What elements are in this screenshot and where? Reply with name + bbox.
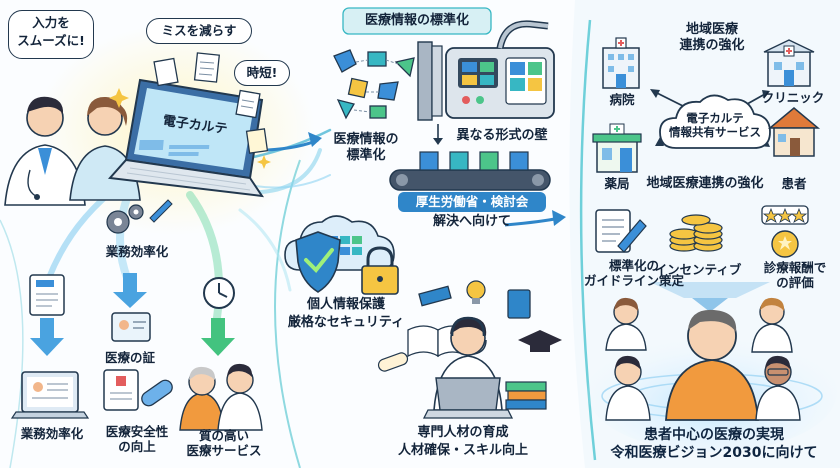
home-icon: [767, 107, 821, 157]
label-incentive: インセンティブ: [654, 262, 742, 277]
laptop-icon: [107, 78, 265, 198]
label-line: 厳格なセキュリティ: [287, 315, 405, 330]
label-line: の評価: [776, 275, 814, 290]
funnel-arrow-icon: [650, 282, 770, 312]
label-line: 標準化の: [608, 258, 659, 273]
diploma-icon: [377, 352, 409, 372]
label-line: の向上: [118, 439, 156, 454]
label-line: 連携の強化: [679, 38, 745, 53]
label-line: 医療サービス: [186, 443, 262, 458]
label-line: 医療情報の: [333, 132, 399, 147]
label-line: 地域医療: [685, 22, 738, 37]
elderly-patient-icon: [179, 366, 225, 431]
lock-icon: [361, 246, 399, 295]
clinic-icon: [763, 39, 815, 87]
label-quality: 質の高い 医療サービス: [178, 428, 270, 458]
guideline-document-icon: [595, 209, 647, 253]
label-line: 個人情報保護: [306, 297, 385, 312]
nurse-icon: [605, 297, 647, 351]
label-line: 令和医療ビジョン2030に向けて: [610, 445, 818, 461]
label-training: 専門人材の育成 人材確保・スキル向上: [378, 424, 548, 460]
label-hospital: 病院: [609, 92, 635, 107]
label-line: 医療安全性: [105, 424, 169, 439]
pharmacy-icon: [592, 123, 642, 173]
label-line: 診療報酬で: [763, 260, 827, 275]
label-safety: 医療安全性 の向上: [96, 424, 178, 454]
label-pharmacy: 薬局: [604, 176, 630, 191]
speech-bubble-smooth-input: 入力を スムーズに!: [8, 10, 94, 59]
label-ehr-service: 電子カルテ 情報共有サービス: [660, 111, 770, 139]
graduation-cap-icon: [518, 330, 562, 352]
lightbulb-icon: [466, 280, 486, 304]
arrow-down-icon: [201, 318, 235, 356]
speech-bubble-time-saving: 時短!: [234, 60, 290, 86]
label-line: 標準化: [346, 148, 386, 163]
label-regional: 地域医療連携の強化: [646, 176, 764, 191]
arrow-right-icon: [552, 210, 566, 226]
label-efficiency-top: 業務効率化: [105, 244, 169, 259]
document-icon: [153, 52, 269, 154]
rating-icon: [761, 205, 809, 258]
cloud-icon: [659, 94, 771, 149]
label-format-wall: 異なる形式の壁: [456, 128, 548, 143]
monitor-icon: [10, 371, 90, 419]
checklist-icon: [29, 274, 65, 316]
laptop-icon: [422, 377, 514, 419]
clock-icon: [203, 277, 235, 309]
label-line: 電子カルテ: [686, 111, 744, 125]
label-patient: 患者: [781, 176, 807, 191]
shield-icon: [295, 231, 341, 293]
central-patient-icon: [665, 309, 759, 421]
standardization-machine-icon: [417, 20, 555, 121]
doctor-icon: [217, 363, 263, 431]
id-card-icon: [111, 312, 151, 342]
label-line: 専門人材の育成: [417, 425, 509, 440]
label-line: 患者中心の医療の実現: [644, 427, 784, 443]
label-guideline: 標準化の ガイドライン策定: [584, 258, 684, 288]
label-proof: 医療の証: [104, 350, 155, 365]
hospital-icon: [602, 37, 640, 89]
nurse-icon: [751, 297, 793, 353]
goal-statement: 患者中心の医療の実現 令和医療ビジョン2030に向けて: [594, 426, 834, 462]
arrow-down-icon: [30, 318, 64, 356]
label-efficiency-bottom: 業務効率化: [20, 426, 84, 441]
medical-record-icon: [103, 369, 139, 411]
coins-icon: [669, 214, 723, 252]
label-standardization: 医療情報の 標準化: [326, 132, 406, 164]
speech-bubble-reduce-errors: ミスを減らす: [146, 18, 252, 44]
label-privacy: 個人情報保護 厳格なセキュリティ: [284, 296, 408, 332]
data-shapes-icon: [333, 49, 415, 120]
mhlw-panel-badge: 厚生労働省・検討会: [415, 194, 529, 209]
label-clinic: クリニック: [761, 90, 825, 105]
label-line: 人材確保・スキル向上: [397, 443, 528, 458]
pill-icon: [141, 379, 173, 407]
label-line: 情報共有サービス: [669, 125, 761, 139]
doctor-icon: [4, 96, 86, 206]
bubble-text: 入力を: [32, 15, 70, 30]
arrow-down-icon: [113, 273, 147, 308]
stacked-books-icon: [505, 381, 547, 410]
doctor-icon: [755, 355, 801, 421]
label-toward-solution: 解決へ向けて: [432, 214, 511, 229]
regional-title: 地域医療 連携の強化: [664, 22, 760, 54]
label-line: 質の高い: [198, 428, 249, 443]
conveyor-icon: [389, 151, 551, 191]
arrow-down-icon: [433, 124, 443, 145]
pen-icon: [149, 199, 173, 223]
label-fee-evaluation: 診療報酬で の評価: [754, 260, 836, 290]
standardization-title: 医療情報の標準化: [364, 13, 469, 28]
nurse-icon: [69, 96, 141, 201]
arrow-right-icon: [308, 132, 322, 147]
doctor-icon: [605, 355, 651, 421]
label-line: ガイドライン策定: [584, 273, 685, 288]
notebook-icon: [507, 289, 531, 319]
bubble-text: スムーズに!: [17, 33, 85, 48]
